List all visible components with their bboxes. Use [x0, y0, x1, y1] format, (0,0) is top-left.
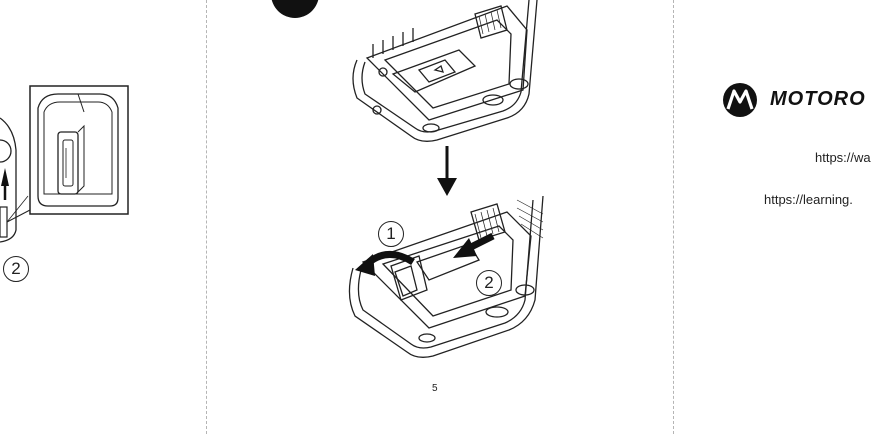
battery-compartment-illustration	[271, 0, 544, 358]
step-callout-2: 2	[476, 270, 502, 296]
left-callout-2: 2	[3, 256, 29, 282]
column-divider-left	[206, 0, 207, 434]
page-number: 5	[432, 383, 438, 394]
center-illustration-panel: 1 2	[207, 0, 673, 434]
step-callout-1: 1	[378, 221, 404, 247]
column-divider-right	[673, 0, 674, 434]
connector-illustration	[0, 85, 129, 243]
left-illustration-panel: 2	[0, 0, 206, 434]
motorola-batwing-icon	[723, 83, 757, 117]
link-url-2[interactable]: https://learning.	[764, 192, 853, 207]
link-url-1[interactable]: https://wa	[815, 150, 871, 165]
motorola-wordmark: MOTORO	[770, 88, 866, 110]
